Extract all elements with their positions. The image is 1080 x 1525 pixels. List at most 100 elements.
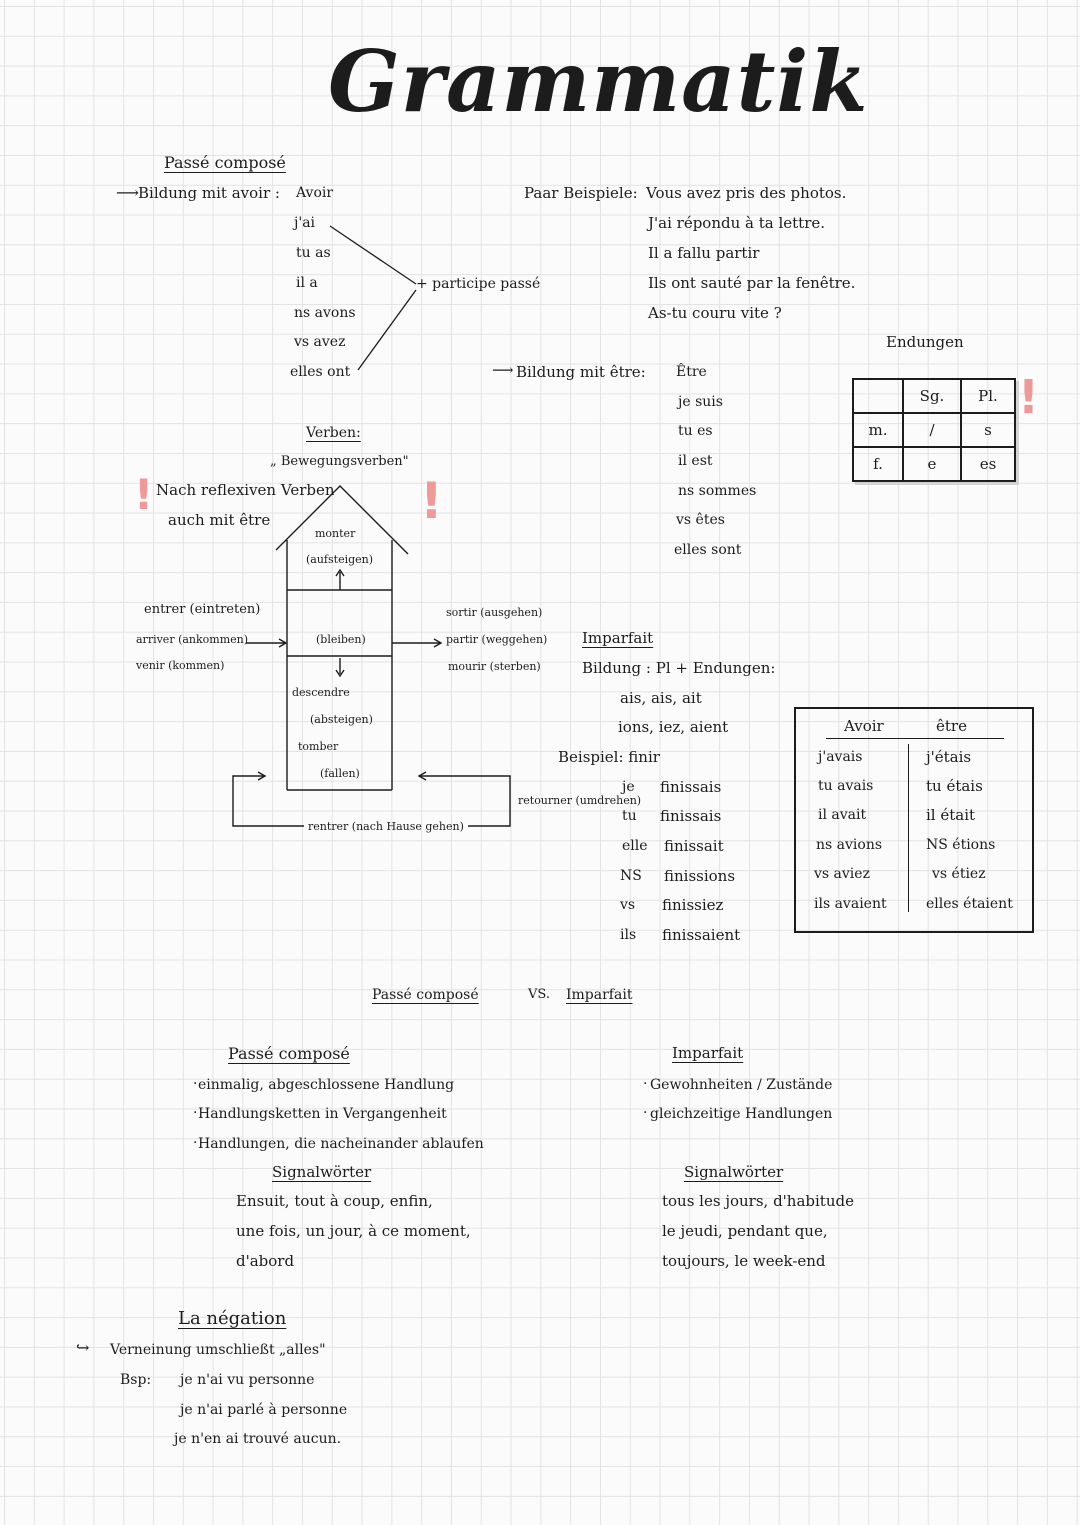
finir-pronoun: vs [620,897,636,913]
bullet-dot: · [193,1135,198,1151]
pc-signal-line: une fois, un jour, à ce moment, [236,1222,471,1240]
etre-form: il est [678,453,713,469]
bewegungsverben-subheading: „ Bewegungsverben" [270,454,409,469]
right-verb: mourir (sterben) [448,660,541,673]
endungen-cell: Pl. [960,378,1016,414]
imp-signal-line: tous les jours, d'habitude [662,1192,854,1210]
pc-signal-line: d'abord [236,1252,295,1270]
imp-point: gleichzeitige Handlungen [650,1106,833,1122]
avoir-imparfait: vs aviez [814,866,870,882]
bullet-dot: · [643,1105,648,1121]
endungen-cell: m. [852,412,904,448]
etre-form: vs êtes [676,512,725,528]
imparfait-heading: Imparfait [582,629,654,647]
rentrer-label: rentrer (nach Hause gehen) [308,820,464,833]
finir-form: finissiez [662,896,724,914]
avoir-form: ns avons [294,305,356,321]
exclamation-icon: ! [420,472,443,530]
reflexive-note: Nach reflexiven Verben [156,481,335,499]
endungen-cell: f. [852,446,904,482]
bullet-dot: · [193,1105,198,1121]
retourner-label: retourner (umdrehen) [518,794,642,807]
left-verb: entrer (eintreten) [144,602,261,617]
imparfait-table-divider [908,744,909,912]
example-sentence: Vous avez pris des photos. [646,184,847,202]
passe-compose-heading: Passé composé [164,153,286,172]
pc-signal-heading: Signalwörter [272,1163,372,1181]
pc-heading: Passé composé [228,1044,350,1063]
exclamation-icon: ! [1018,370,1039,424]
pc-point: einmalig, abgeschlossene Handlung [198,1077,455,1093]
avoir-imparfait: ils avaient [814,896,887,912]
etre-form: ns sommes [678,483,757,499]
endungen-title: Endungen [886,333,964,351]
imparfait-endings: ais, ais, ait [620,689,702,707]
finir-form: finissait [664,837,724,855]
house-monter: monter [315,527,356,540]
avoir-form: tu as [296,245,331,261]
finir-pronoun: tu [622,808,637,824]
imparfait-table-underline [826,738,1004,739]
avoir-form: il a [296,275,318,291]
right-verb: partir (weggehen) [446,633,548,646]
house-rester: (bleiben) [316,633,366,646]
endungen-cell: es [960,446,1016,482]
negation-example: je n'en ai trouvé aucun. [174,1431,342,1447]
comparison-vs: VS. [528,987,550,1002]
endungen-cell [852,378,904,414]
endungen-cell: e [902,446,962,482]
participe-passe-label: + participe passé [416,276,541,292]
finir-pronoun: ils [620,927,637,943]
right-verb: sortir (ausgehen) [446,606,543,619]
finir-pronoun: elle [622,838,648,854]
negation-example: je n'ai vu personne [180,1372,315,1388]
avoir-imparfait: ns avions [816,837,883,853]
avoir-form: j'ai [294,215,316,231]
examples-label: Paar Beispiele: [524,184,638,202]
arrow-right-icon: ⟶ [116,183,139,202]
finir-form: finissaient [662,926,741,944]
imparfait-endings: ions, iez, aient [618,718,729,736]
endungen-cell: s [960,412,1016,448]
etre-imparfait: il était [926,806,976,824]
example-sentence: Ils ont sauté par la fenêtre. [648,274,856,292]
endungen-cell: Sg. [902,378,962,414]
bildung-avoir-label: Bildung mit avoir : [138,184,280,202]
etre-form: Être [676,364,707,380]
avoir-imparfait: j'avais [818,749,863,765]
endungen-table: Sg. Pl. m. / s f. e es [852,378,1016,482]
avoir-column-title: Avoir [844,717,884,735]
etre-form: elles sont [674,542,742,558]
etre-imparfait: j'étais [926,748,972,766]
page-title: Grammatik [328,32,869,131]
etre-column-title: être [936,717,967,735]
endungen-cell: / [902,412,962,448]
etre-imparfait: elles étaient [926,896,1013,912]
avoir-form: elles ont [290,364,351,380]
house-monter-translation: (aufsteigen) [306,553,374,566]
negation-heading: La négation [178,1308,287,1329]
left-verb: arriver (ankommen) [136,633,249,646]
avoir-form: Avoir [296,185,334,201]
negation-line: Verneinung umschließt „alles" [110,1342,326,1358]
imp-heading: Imparfait [672,1044,744,1062]
reflexive-note: auch mit être [168,511,271,529]
comparison-title-b: Imparfait [566,987,633,1003]
house-descendre-translation: (absteigen) [310,713,373,726]
exclamation-icon: ! [134,470,154,519]
imparfait-bildung: Bildung : Pl + Endungen: [582,659,776,677]
imp-signal-line: le jeudi, pendant que, [662,1222,828,1240]
imp-signal-line: toujours, le week-end [662,1252,826,1270]
avoir-imparfait: il avait [818,807,867,823]
finir-form: finissais [660,778,722,796]
example-sentence: J'ai répondu à ta lettre. [648,214,826,232]
etre-imparfait: tu étais [926,777,983,795]
verben-heading: Verben: [306,425,361,441]
pc-signal-line: Ensuit, tout à coup, enfin, [236,1192,433,1210]
bullet-dot: · [643,1076,648,1092]
house-tomber: tomber [298,740,339,753]
negation-bsp-label: Bsp: [120,1372,152,1388]
etre-form: tu es [678,423,713,439]
negation-example: je n'ai parlé à personne [180,1402,348,1418]
left-verb: venir (kommen) [136,659,225,672]
